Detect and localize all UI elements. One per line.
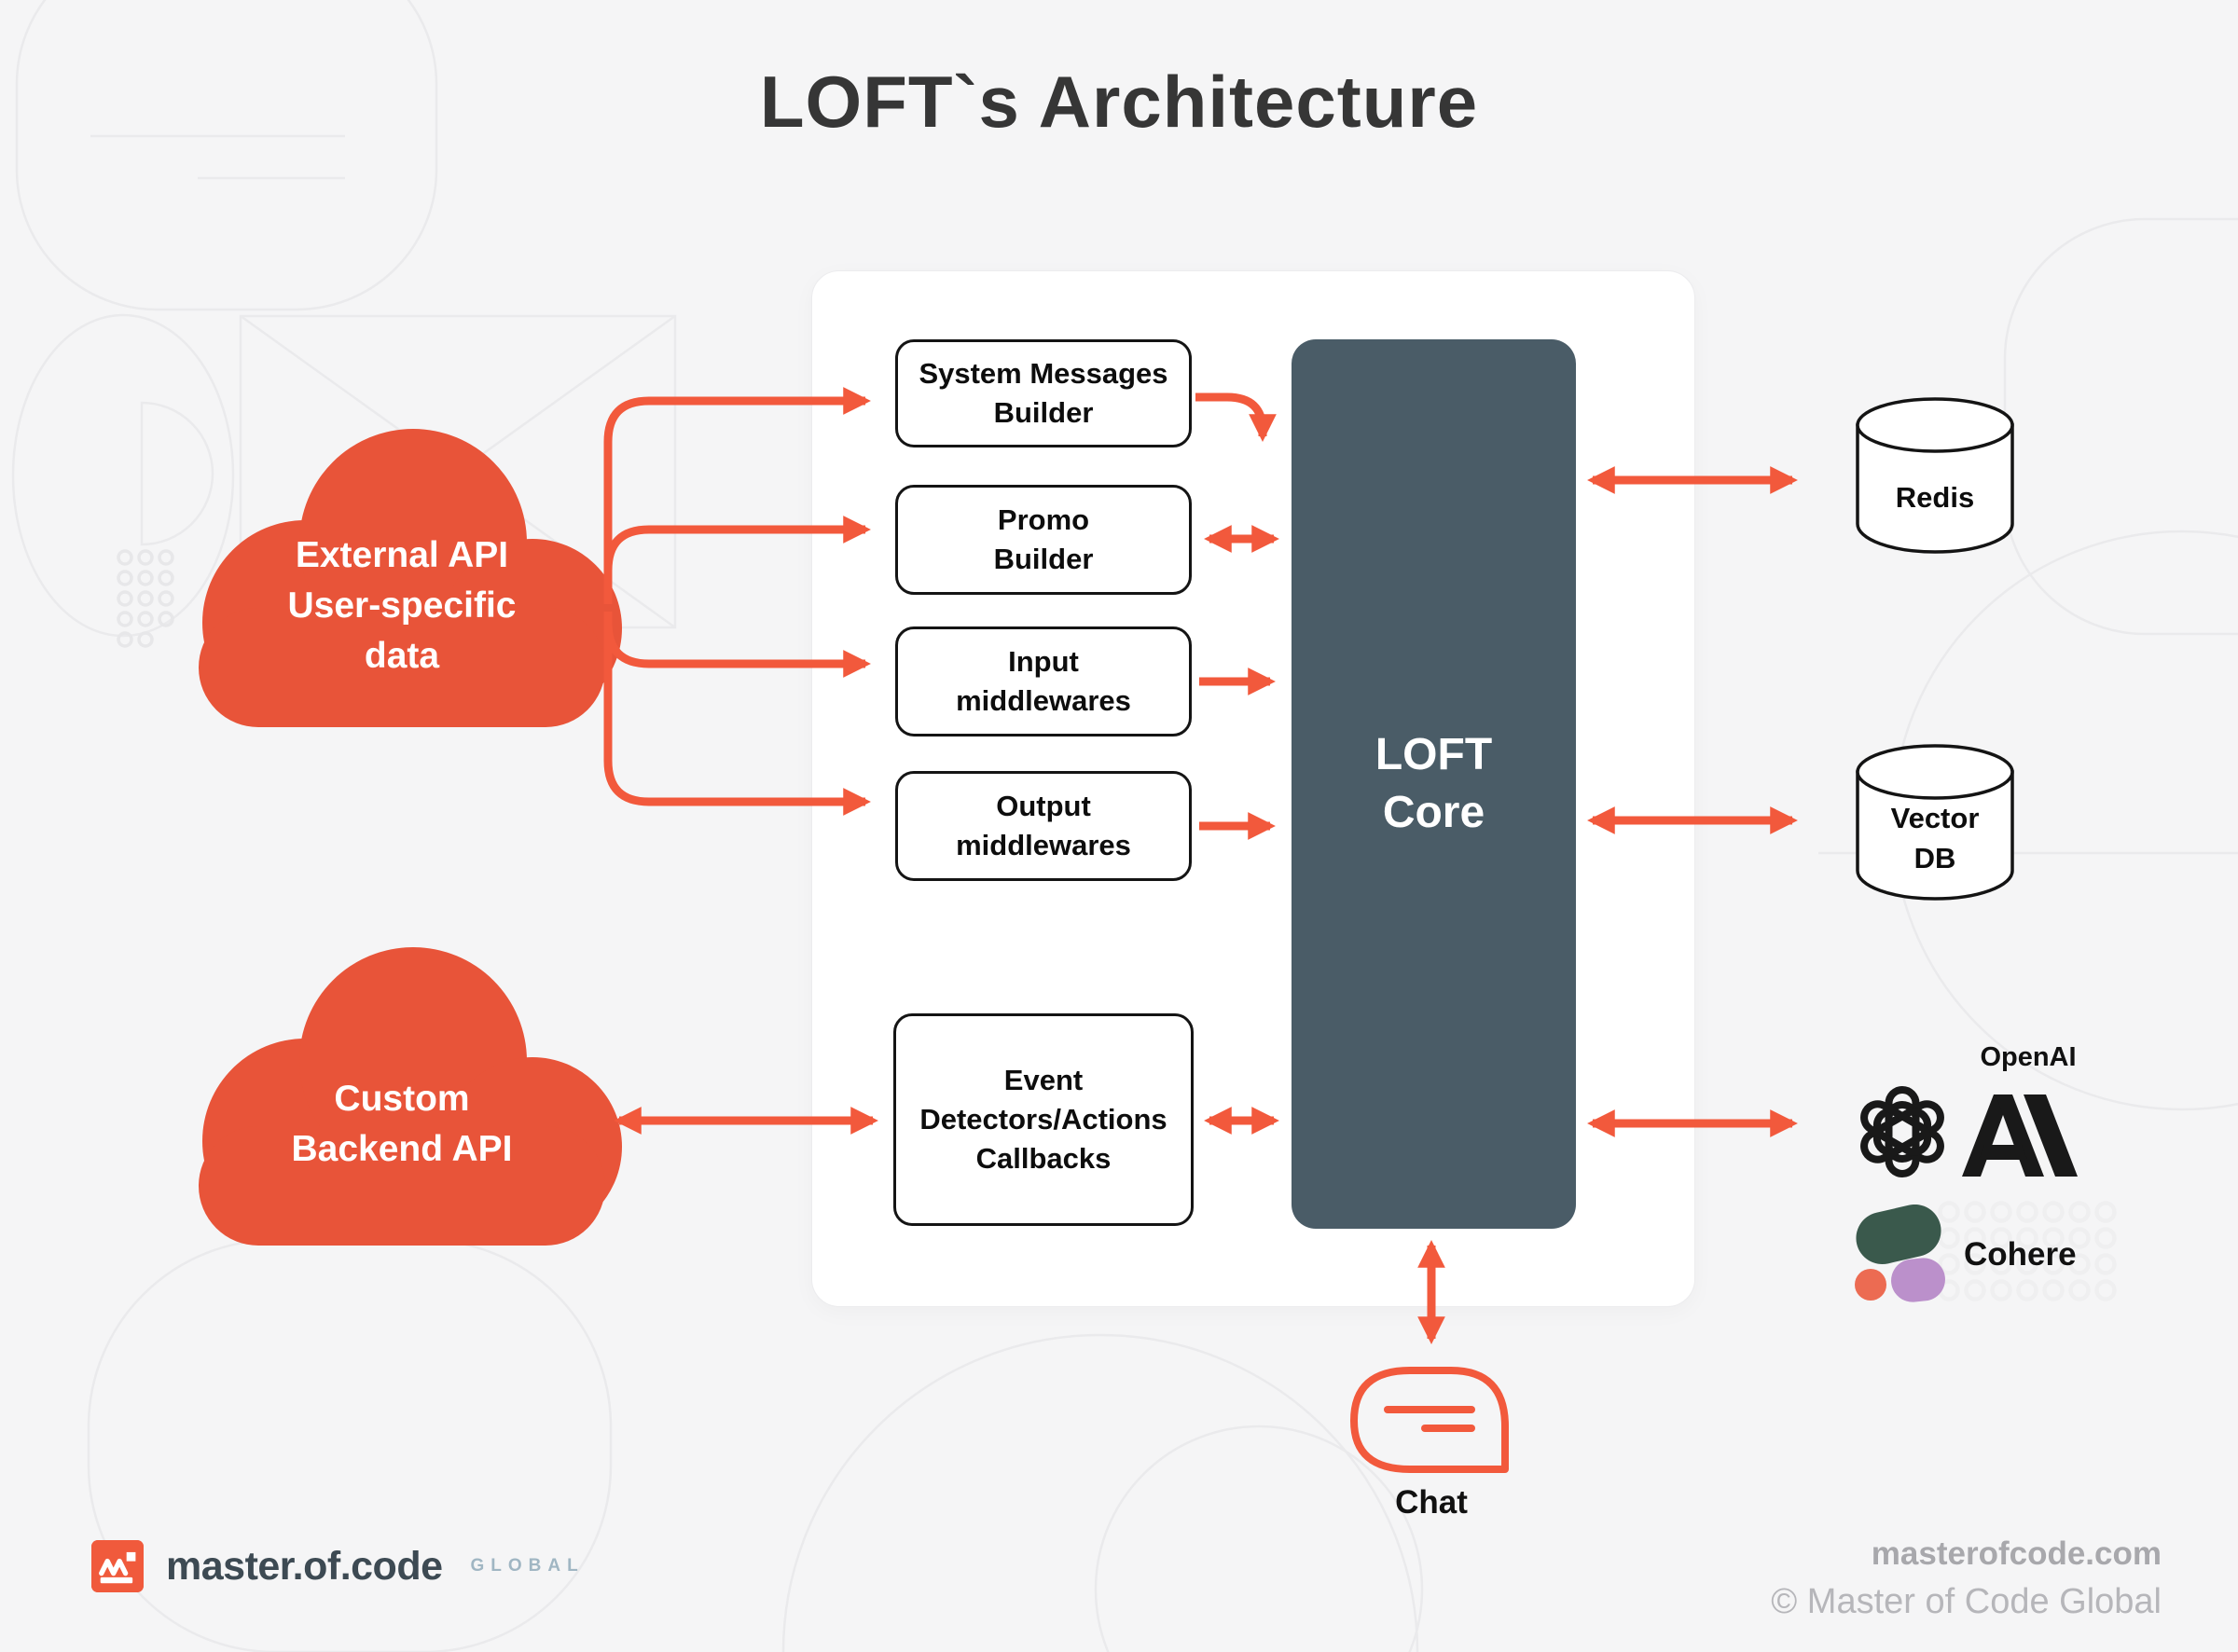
copyright-text: © Master of Code Global: [1771, 1581, 2162, 1621]
database-icon-redis: [1856, 397, 2014, 554]
vector-db-label: Vector DB: [1890, 802, 1980, 875]
master-of-code-logo: master.of.code GLOBAL: [91, 1540, 585, 1592]
custom-backend-label: Custom Backend API: [291, 1079, 513, 1169]
loft-core-block: LOFT Core: [1292, 339, 1576, 1229]
openai-icon: [1860, 1086, 1944, 1177]
master-of-code-global-suffix: GLOBAL: [470, 1556, 585, 1576]
external-api-label: External API User-specific data: [287, 535, 517, 676]
output-middlewares-box: Output middlewares: [895, 771, 1192, 881]
external-api-cloud: External API User-specific data: [163, 421, 641, 763]
cloud-icon: [199, 429, 622, 727]
database-icon-vector-db: [1856, 744, 2014, 901]
master-of-code-wordmark: master.of.code: [166, 1543, 443, 1589]
chat-bubble-icon: [1350, 1367, 1509, 1473]
master-of-code-icon: [91, 1540, 144, 1592]
openai-label: OpenAI: [1980, 1042, 2077, 1072]
system-messages-builder-box: System Messages Builder: [895, 339, 1192, 447]
input-middlewares-box: Input middlewares: [895, 626, 1192, 737]
promo-builder-box: Promo Builder: [895, 485, 1192, 595]
footer-credits: masterofcode.com © Master of Code Global: [1771, 1531, 2162, 1626]
chat-label: Chat: [1395, 1484, 1468, 1521]
custom-backend-cloud: Custom Backend API: [163, 940, 641, 1281]
website-url: masterofcode.com: [1871, 1535, 2162, 1572]
event-detectors-box: Event Detectors/Actions Callbacks: [893, 1013, 1194, 1226]
cohere-label: Cohere: [1964, 1236, 2077, 1273]
cohere-icon: [1855, 1205, 1945, 1302]
cloud-icon: [199, 947, 622, 1246]
anthropic-ai-icon: [1962, 1094, 2078, 1177]
redis-label: Redis: [1895, 481, 1975, 514]
page-title: LOFT`s Architecture: [759, 61, 1479, 143]
